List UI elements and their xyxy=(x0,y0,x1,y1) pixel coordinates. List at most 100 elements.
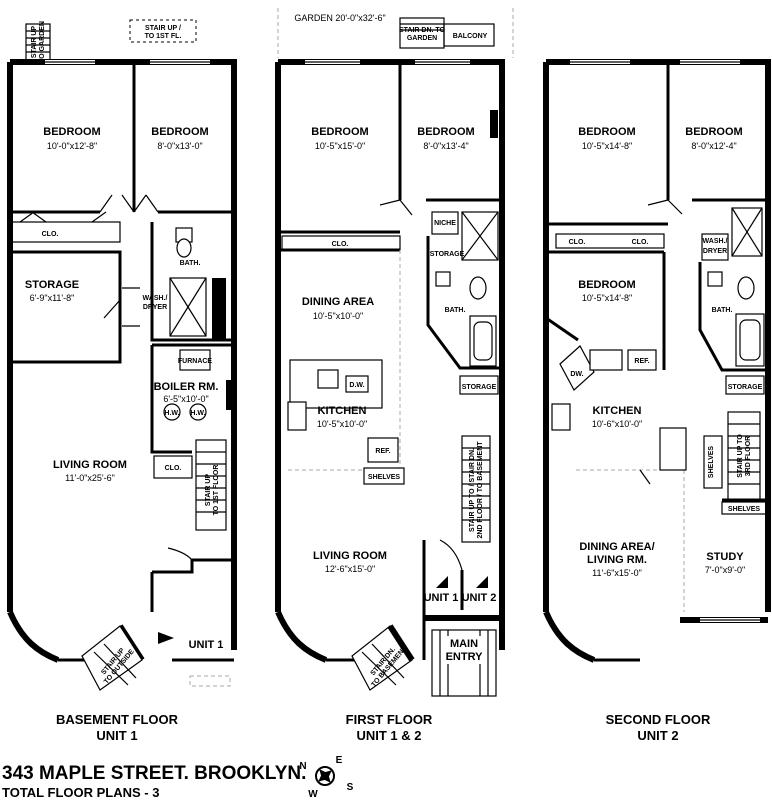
compass-n: N xyxy=(299,761,306,772)
first-bedroom-1-label: BEDROOM xyxy=(311,126,368,138)
first-floor-caption: FIRST FLOOR xyxy=(346,712,433,727)
first-unit-1-label: UNIT 1 xyxy=(424,592,459,604)
basement-living-room-dim: 11'-0"x25'-6" xyxy=(65,473,115,483)
hot-water-heater-label-1: H.W. xyxy=(164,410,179,417)
basement-bedroom-1-dim: 10'-0"x12'-8" xyxy=(47,141,97,151)
hot-water-heater-label-2: H.W. xyxy=(190,410,205,417)
second-bedroom-1-dim: 10'-5"x14'-8" xyxy=(582,141,632,151)
second-shelves-label: SHELVES xyxy=(728,506,760,513)
second-bedroom-2-label: BEDROOM xyxy=(685,126,742,138)
first-bedroom-1-dim: 10'-5"x15'-0" xyxy=(315,141,365,151)
first-living-room-dim: 12'-6"x15'-0" xyxy=(325,564,375,574)
svg-text:STAIR UPTO 1ST FLOOR: STAIR UPTO 1ST FLOOR xyxy=(205,465,220,516)
first-unit-2-label: UNIT 2 xyxy=(462,592,497,604)
stair-up-third-label: STAIR UP TO xyxy=(737,434,744,478)
study-dim: 7'-0"x9'-0" xyxy=(705,565,745,575)
compass-e: E xyxy=(336,755,343,766)
boiler-room-label: BOILER RM. xyxy=(154,381,219,393)
first-bedroom-2-dim: 8'-0"x13'-4" xyxy=(423,141,468,151)
basement-unit-label: UNIT 1 xyxy=(189,639,224,651)
first-floor-plan: GARDEN 20'-0"x32'-6" STAIR DN. TO GARDEN… xyxy=(275,8,514,697)
basement-floor-plan: STAIR UPTO GARDEN STAIR UP / TO 1ST FL. xyxy=(7,19,237,691)
first-bath-label: BATH. xyxy=(445,307,466,314)
second-dryer-label: DRYER xyxy=(703,248,727,255)
first-kitchen-label: KITCHEN xyxy=(318,405,367,417)
second-wash-label: WASH./ xyxy=(703,238,728,245)
stair-up-down-label: STAIR UP TO / STAIR DN. xyxy=(469,448,476,532)
address-title: 343 MAPLE STREET. BROOKLYN. xyxy=(2,763,306,784)
second-bedroom-1-label: BEDROOM xyxy=(578,126,635,138)
niche-label: NICHE xyxy=(434,220,456,227)
basement-wash-label: WASH./ xyxy=(143,295,168,302)
first-shelves-label: SHELVES xyxy=(368,474,400,481)
garden-label: GARDEN 20'-0"x32'-6" xyxy=(294,13,385,23)
second-storage-label: STORAGE xyxy=(728,384,763,391)
svg-text:STAIR UP TO3RD FLOOR: STAIR UP TO3RD FLOOR xyxy=(737,434,752,478)
stair-up-third-label-2: 3RD FLOOR xyxy=(745,436,752,476)
second-kitchen-dim: 10'-6"x10'-0" xyxy=(592,419,642,429)
second-fridge-label: REF. xyxy=(634,358,649,365)
first-storage-2-label: STORAGE xyxy=(462,384,497,391)
basement-storage-label: STORAGE xyxy=(25,279,79,291)
dining-living-label: DINING AREA/ xyxy=(579,541,654,553)
stair-garden-label-2: TO GARDEN xyxy=(39,21,46,63)
dining-area-dim: 10'-5"x10'-0" xyxy=(313,311,363,321)
basement-bedroom-1-label: BEDROOM xyxy=(43,126,100,138)
svg-text:STAIR UP TO / STAIR DN.2ND FLO: STAIR UP TO / STAIR DN.2ND FLOOR / TO BA… xyxy=(469,441,484,539)
basement-living-room-label: LIVING ROOM xyxy=(53,459,127,471)
stair-down-garden-label-2: GARDEN xyxy=(407,35,437,42)
first-kitchen-dim: 10'-5"x10'-0" xyxy=(317,419,367,429)
first-closet-label: CLO. xyxy=(332,241,349,248)
first-fridge-label: REF. xyxy=(375,448,390,455)
second-floor-caption: SECOND FLOOR xyxy=(606,712,711,727)
second-closet-2-label: CLO. xyxy=(632,239,649,246)
dining-living-dim: 11'-6"x15'-0" xyxy=(592,568,642,578)
basement-bedroom-2-label: BEDROOM xyxy=(151,126,208,138)
second-bedroom-3-label: BEDROOM xyxy=(578,279,635,291)
first-living-room-label: LIVING ROOM xyxy=(313,550,387,562)
second-floor-plan: BEDROOM 10'-5"x14'-8" BEDROOM 8'-0"x12'-… xyxy=(543,59,771,663)
stair-garden-label: STAIR UP xyxy=(31,26,38,58)
compass-icon: N E S W xyxy=(299,755,353,800)
dining-area-label: DINING AREA xyxy=(302,296,374,308)
furnace-label: FURNACE xyxy=(178,358,213,365)
second-bath-label: BATH. xyxy=(712,307,733,314)
first-storage-1-label: STORAGE xyxy=(430,251,465,258)
dining-living-label-2: LIVING RM. xyxy=(587,554,647,566)
second-floor-caption-unit: UNIT 2 xyxy=(637,728,678,743)
compass-s: S xyxy=(347,782,354,793)
second-bedroom-2-dim: 8'-0"x12'-4" xyxy=(691,141,736,151)
second-dishwasher-label: DW. xyxy=(570,371,583,378)
first-dishwasher-label: D.W. xyxy=(349,382,364,389)
stair-floor-label-2: TO 1ST FLOOR xyxy=(213,465,220,516)
second-bedroom-3-dim: 10'-5"x14'-8" xyxy=(582,293,632,303)
basement-bath-label: BATH. xyxy=(180,260,201,267)
boiler-room-dim: 6'-5"x10'-0" xyxy=(163,394,208,404)
basement-storage-dim: 6'-9"x11'-8" xyxy=(30,293,75,303)
stair-first-label: STAIR UP / xyxy=(145,25,181,32)
second-kitchen-label: KITCHEN xyxy=(593,405,642,417)
stair-down-garden-label: STAIR DN. TO xyxy=(399,27,446,34)
main-entry-label-2: ENTRY xyxy=(446,651,484,663)
second-closet-1-label: CLO. xyxy=(569,239,586,246)
study-label: STUDY xyxy=(706,551,744,563)
plan-subtitle: TOTAL FLOOR PLANS - 3 xyxy=(2,785,159,800)
stair-floor-label: STAIR UP xyxy=(205,474,212,506)
svg-text:STAIR UPTO GARDEN: STAIR UPTO GARDEN xyxy=(31,21,46,63)
stair-first-label-2: TO 1ST FL. xyxy=(145,33,182,40)
basement-caption-unit: UNIT 1 xyxy=(96,728,137,743)
basement-dryer-label: DRYER xyxy=(143,304,167,311)
basement-closet-label: CLO. xyxy=(42,231,59,238)
first-floor-caption-unit: UNIT 1 & 2 xyxy=(356,728,421,743)
basement-closet-2-label: CLO. xyxy=(165,465,182,472)
first-bedroom-2-label: BEDROOM xyxy=(417,126,474,138)
basement-caption: BASEMENT FLOOR xyxy=(56,712,179,727)
basement-bedroom-2-dim: 8'-0"x13'-0" xyxy=(157,141,202,151)
balcony-label: BALCONY xyxy=(453,33,488,40)
compass-w: W xyxy=(308,789,318,800)
second-shelves-vertical-label: SHELVES xyxy=(708,446,715,478)
main-entry-label: MAIN xyxy=(450,638,478,650)
stair-up-down-label-2: 2ND FLOOR / TO BASEMENT xyxy=(477,441,484,539)
